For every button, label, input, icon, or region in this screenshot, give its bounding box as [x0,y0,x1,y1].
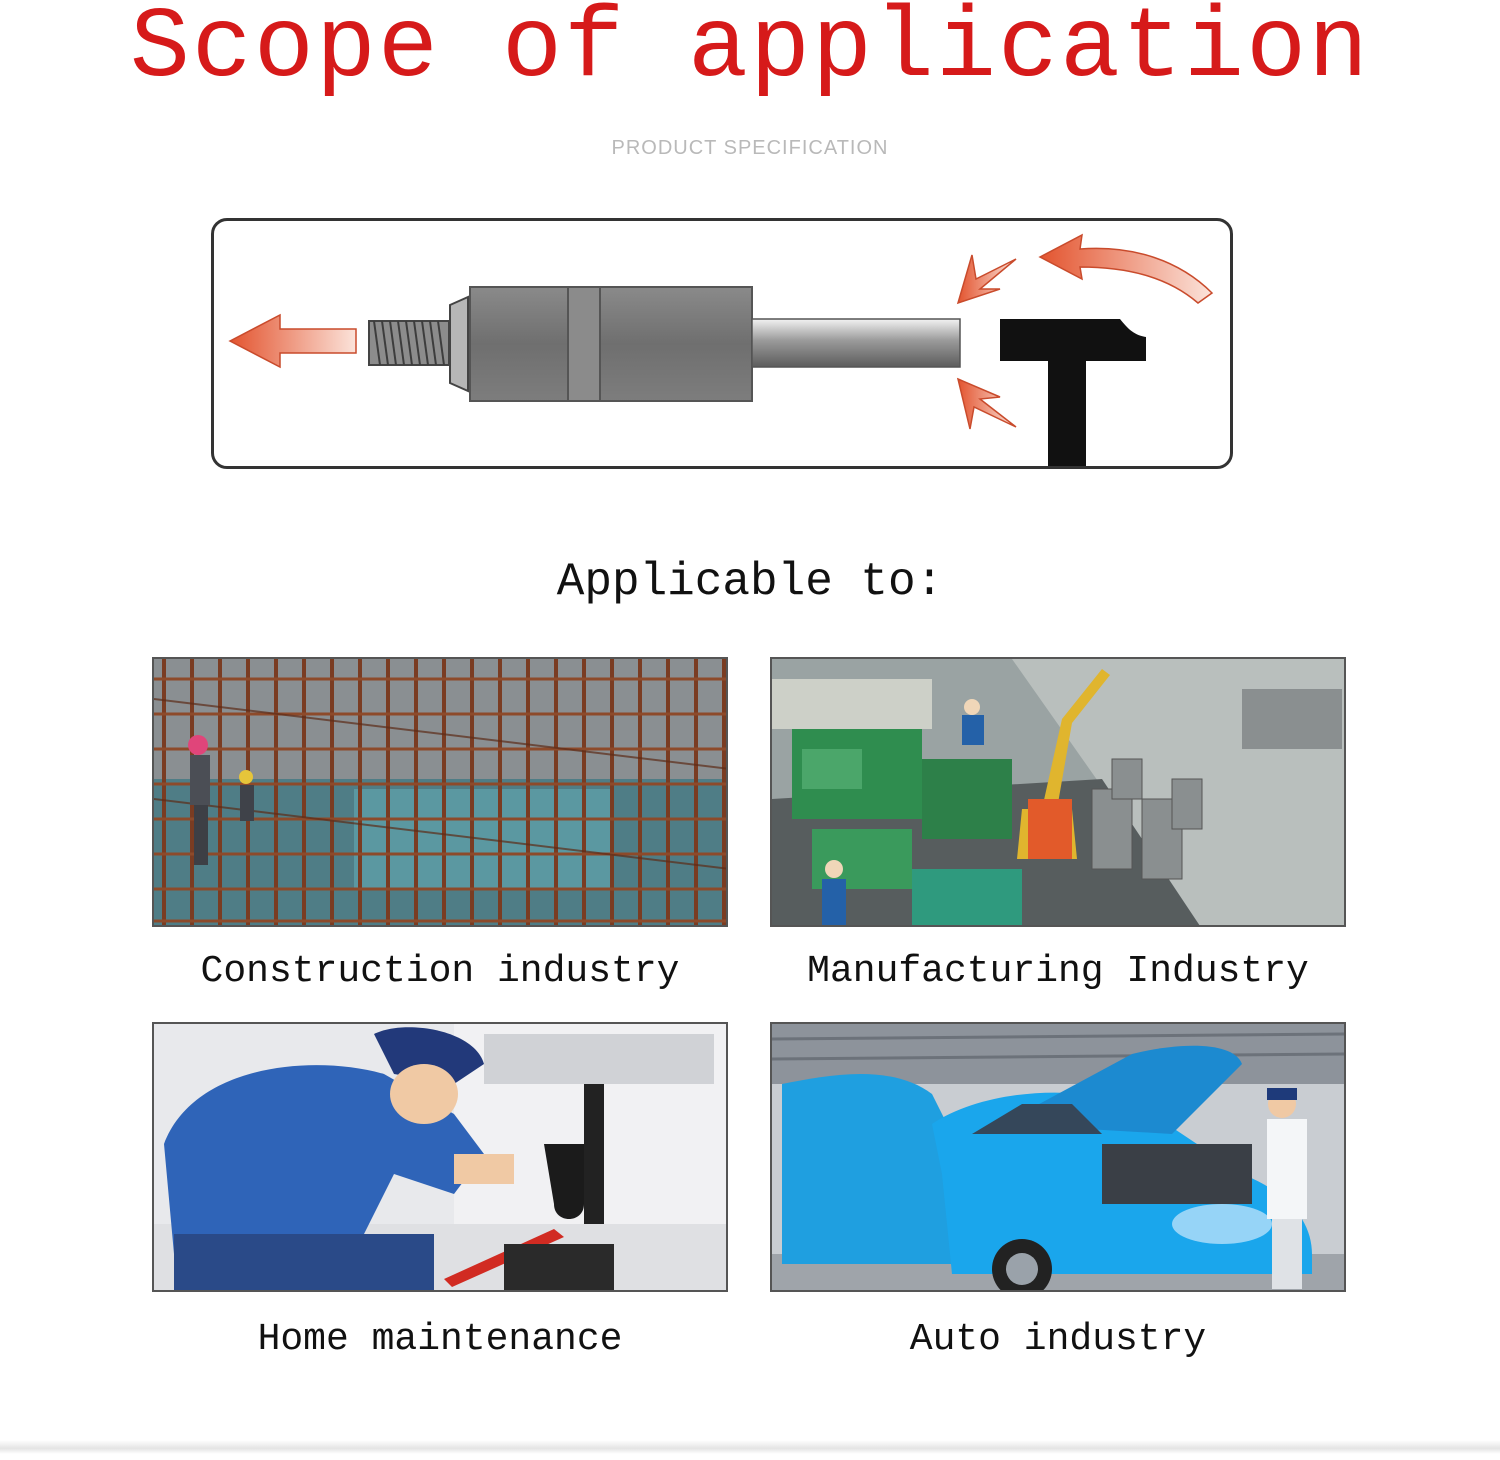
hammer-icon [1000,319,1146,466]
caption-auto: Auto industry [909,1318,1207,1361]
curved-arrow-icon [1038,233,1214,304]
usage-diagram [211,218,1233,469]
footer-divider [0,1440,1500,1454]
page-subtitle: PRODUCT SPECIFICATION [611,137,889,159]
impact-arrows-icon [956,254,1017,430]
construction-site-photo [152,657,728,927]
plumber-photo [152,1022,728,1292]
socket-icon [469,286,961,402]
caption-construction: Construction industry [200,950,680,993]
caption-home: Home maintenance [257,1318,623,1361]
left-arrow-icon [228,313,357,369]
car-repair-photo [770,1022,1346,1292]
factory-photo [770,657,1346,927]
caption-manufacturing: Manufacturing Industry [807,950,1309,993]
page-title: Scope of application [129,0,1371,106]
applicable-label: Applicable to: [556,556,944,608]
bolt-icon [368,295,469,393]
